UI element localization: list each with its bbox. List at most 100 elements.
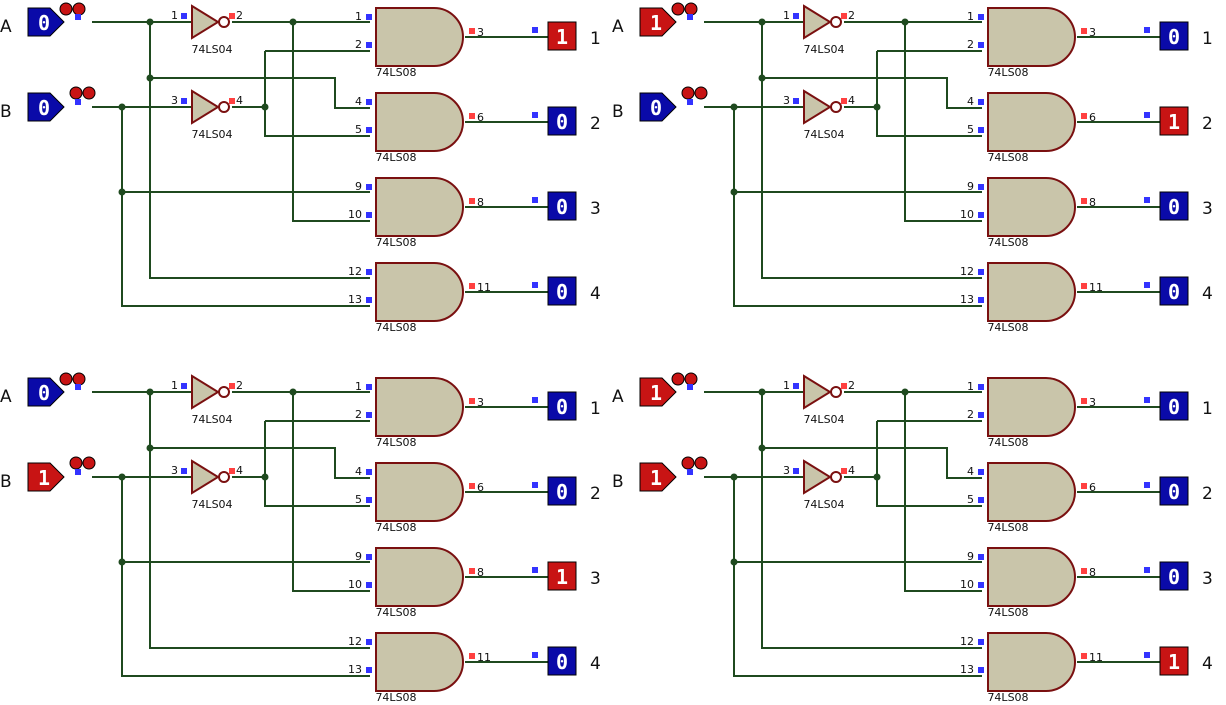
inverter-b-bubble (218, 471, 230, 483)
inverter-b-pin-in: 3 (783, 94, 790, 107)
input-a-value: 0 (38, 381, 50, 405)
pin-marker-in (978, 639, 984, 645)
wire (150, 77, 370, 109)
pin-marker-in (366, 412, 372, 418)
inverter-b-pin-in: 3 (171, 464, 178, 477)
inverter-a-chip-label: 74LS04 (191, 413, 232, 426)
wire (761, 392, 982, 649)
output-value: 1 (1168, 110, 1180, 134)
inverter-a-bubble (830, 16, 842, 28)
and-gate-chip-label: 74LS08 (987, 66, 1028, 79)
pin-marker-in (532, 27, 538, 33)
input-b-value: 1 (38, 466, 50, 490)
pin-marker-in (978, 554, 984, 560)
inverter-b-bubble (218, 101, 230, 113)
toggle-down-icon[interactable] (82, 456, 96, 470)
and-gate-pin-out: 6 (1089, 111, 1096, 124)
pin-marker-out (1081, 398, 1087, 404)
and-gate-chip-label: 74LS08 (987, 321, 1028, 334)
input-b-switch[interactable] (639, 92, 677, 122)
and-gate-pin-in2: 2 (967, 38, 974, 51)
and-gate-pin-in1: 1 (355, 380, 362, 393)
toggle-down-icon[interactable] (82, 86, 96, 100)
and-gate-chip-label: 74LS08 (375, 691, 416, 704)
output-led-4 (547, 276, 577, 306)
and-gate-pin-in2: 5 (355, 493, 362, 506)
input-b-switch[interactable] (27, 92, 65, 122)
and-gate-pin-in2: 10 (960, 578, 974, 591)
pin-marker-out (229, 13, 235, 19)
toggle-down-icon[interactable] (684, 2, 698, 16)
pin-marker-out (469, 398, 475, 404)
toggle-up-icon[interactable] (69, 456, 83, 470)
junction-dot (873, 473, 881, 481)
output-led-3 (1159, 191, 1189, 221)
input-a-switch[interactable] (639, 7, 677, 37)
toggle-up-icon[interactable] (671, 372, 685, 386)
wire (876, 51, 982, 137)
wire (121, 107, 370, 307)
pin-marker-in (978, 384, 984, 390)
toggle-down-icon[interactable] (72, 372, 86, 386)
pin-marker-in (75, 14, 81, 20)
output-led-4 (547, 646, 577, 676)
input-a-switch[interactable] (27, 7, 65, 37)
output-label: 3 (590, 569, 601, 589)
and-gate-pin-in1: 4 (355, 465, 362, 478)
pin-marker-out (469, 483, 475, 489)
input-a-value: 1 (650, 11, 662, 35)
toggle-down-icon[interactable] (694, 456, 708, 470)
output-led-2 (547, 106, 577, 136)
pin-marker-in (1144, 652, 1150, 658)
and-gate-pin-out: 3 (477, 26, 484, 39)
pin-marker-in (181, 383, 187, 389)
junction-dot (146, 444, 154, 452)
inverter-b-pin-out: 4 (236, 94, 243, 107)
and-gate-pin-in1: 4 (355, 95, 362, 108)
toggle-up-icon[interactable] (59, 372, 73, 386)
toggle-up-icon[interactable] (681, 456, 695, 470)
junction-dot (146, 74, 154, 82)
output-value: 0 (1168, 280, 1180, 304)
and-gate-pin-in1: 1 (967, 10, 974, 23)
and-gate-pin-in1: 4 (967, 95, 974, 108)
input-a-switch[interactable] (27, 377, 65, 407)
toggle-up-icon[interactable] (671, 2, 685, 16)
junction-dot (758, 444, 766, 452)
inverter-b-chip-label: 74LS04 (191, 128, 232, 141)
and-gate-chip-label: 74LS08 (987, 691, 1028, 704)
toggle-down-icon[interactable] (694, 86, 708, 100)
input-a-switch[interactable] (639, 377, 677, 407)
toggle-down-icon[interactable] (72, 2, 86, 16)
and-gate-pin-in2: 13 (960, 293, 974, 306)
input-a-label: A (612, 387, 624, 407)
pin-marker-in (978, 469, 984, 475)
inverter-b-bubble (830, 471, 842, 483)
toggle-up-icon[interactable] (681, 86, 695, 100)
output-value: 0 (556, 480, 568, 504)
output-led-2 (547, 476, 577, 506)
pin-marker-in (532, 482, 538, 488)
output-value: 1 (1168, 650, 1180, 674)
toggle-up-icon[interactable] (59, 2, 73, 16)
toggle-down-icon[interactable] (684, 372, 698, 386)
output-label: 4 (590, 654, 601, 674)
pin-marker-in (687, 14, 693, 20)
pin-marker-out (1081, 568, 1087, 574)
output-label: 2 (1202, 484, 1213, 504)
and-gate-4 (987, 262, 1076, 322)
and-gate-2 (987, 92, 1076, 152)
output-value: 1 (556, 565, 568, 589)
toggle-up-icon[interactable] (69, 86, 83, 100)
and-gate-pin-out: 11 (477, 281, 491, 294)
inverter-a (191, 4, 220, 40)
output-led-4 (1159, 646, 1189, 676)
inverter-b-pin-in: 3 (783, 464, 790, 477)
input-b-switch[interactable] (27, 462, 65, 492)
output-led-1 (1159, 21, 1189, 51)
inverter-a (803, 4, 832, 40)
input-b-switch[interactable] (639, 462, 677, 492)
inverter-a-bubble (830, 386, 842, 398)
pin-marker-out (1081, 113, 1087, 119)
